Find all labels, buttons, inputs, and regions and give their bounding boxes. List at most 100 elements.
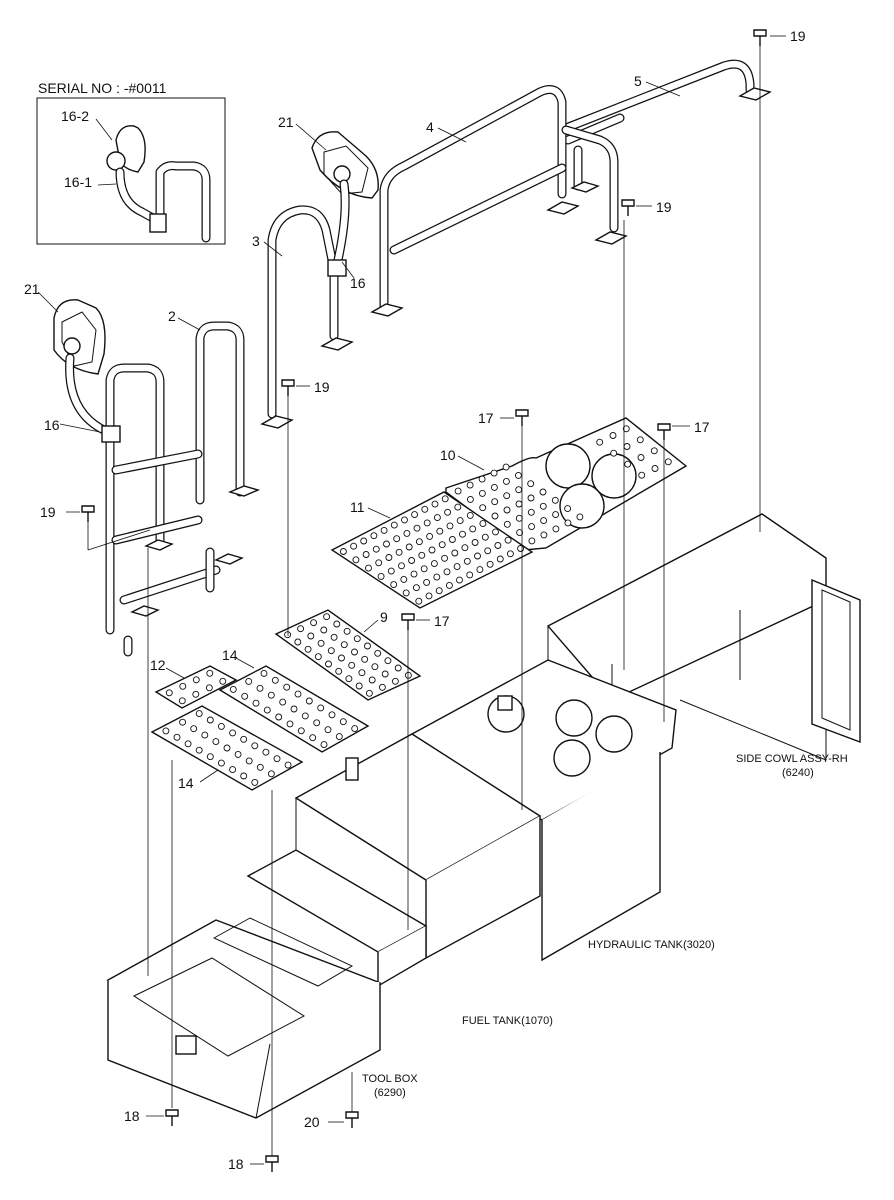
- label-17-upper-left: 17: [478, 410, 494, 426]
- plate-hole: [638, 471, 646, 479]
- plate-hole: [395, 548, 403, 556]
- plate-hole: [466, 481, 474, 489]
- plate-hole: [412, 584, 420, 592]
- label-17-upper-right: 17: [694, 419, 710, 435]
- plate-hole: [515, 486, 523, 494]
- label-19-mid: 19: [656, 199, 672, 215]
- label-14-lower: 14: [178, 775, 194, 791]
- plate-hole: [263, 706, 271, 714]
- plate-hole: [454, 487, 462, 495]
- plate-hole: [294, 638, 302, 646]
- plate-hole: [297, 625, 305, 633]
- plate-hole: [428, 546, 436, 554]
- plate-hole: [466, 511, 474, 519]
- plate-hole: [343, 627, 351, 635]
- plate-hole: [410, 570, 418, 578]
- plate-hole: [304, 645, 312, 653]
- plate-hole: [330, 633, 338, 641]
- label-9: 9: [380, 609, 388, 625]
- plate-hole: [445, 581, 453, 589]
- plate-hole: [195, 746, 203, 754]
- plate-hole: [405, 543, 413, 551]
- plate-hole: [492, 528, 499, 536]
- plate-hole: [323, 613, 331, 621]
- label-fuel-tank: FUEL TANK(1070): [462, 1015, 553, 1027]
- label-17-mid: 17: [434, 613, 450, 629]
- inset-label-16-1: 16-1: [64, 174, 92, 190]
- plate-hole: [651, 465, 659, 472]
- plate-hole: [350, 542, 358, 550]
- plate-hole: [384, 657, 392, 665]
- plate-hole: [252, 699, 260, 707]
- part-labels: 19 5 4 21 19 3 16 21 2 19 16 17 17 10 11…: [24, 28, 806, 1172]
- plate-hole: [190, 725, 198, 733]
- inset-frame: [36, 97, 226, 245]
- plate-hole: [241, 692, 249, 700]
- plate-hole: [484, 547, 492, 555]
- plate-hole: [385, 554, 393, 561]
- plate-hole: [205, 684, 213, 692]
- plate-hole: [362, 551, 370, 558]
- plate-hole: [184, 740, 192, 748]
- plate-12: [154, 665, 238, 709]
- plate-hole: [466, 495, 474, 503]
- plate-hole: [351, 648, 358, 656]
- plate-hole: [610, 449, 618, 457]
- plate-hole: [469, 525, 477, 533]
- plate-hole: [327, 647, 335, 655]
- plate-hole: [420, 565, 428, 573]
- plate-hole: [234, 750, 242, 758]
- plate-hole: [267, 770, 275, 778]
- label-19-left-upper: 19: [314, 379, 330, 395]
- plate-hole: [438, 541, 446, 549]
- mirror-upper-icon: [311, 131, 379, 277]
- plate-hole: [478, 475, 486, 483]
- plate-hole: [502, 463, 510, 471]
- plate-hole: [421, 505, 429, 513]
- plate-hole: [564, 505, 572, 513]
- plate-hole: [539, 488, 547, 496]
- label-tool-box: TOOL BOX: [362, 1073, 418, 1085]
- plate-hole: [390, 581, 398, 589]
- plate-hole: [459, 530, 466, 538]
- plate-hole: [528, 537, 536, 545]
- plate-hole: [478, 489, 486, 497]
- plate-hole: [506, 550, 514, 558]
- plate-hole: [433, 573, 441, 581]
- plate-hole: [335, 667, 343, 675]
- plate-hole: [313, 719, 321, 727]
- plate-hole: [286, 720, 294, 728]
- plate-hole: [636, 436, 644, 444]
- plate-hole: [503, 506, 511, 514]
- plate-hole: [348, 661, 356, 669]
- label-4: 4: [426, 119, 434, 135]
- plate-hole: [403, 529, 411, 537]
- plate-hole: [454, 503, 462, 511]
- label-hydraulic-tank: HYDRAULIC TANK(3020): [588, 939, 715, 951]
- plate-hole: [515, 500, 523, 508]
- inset-mirror-icon: [106, 125, 211, 243]
- plate-hole: [552, 511, 560, 519]
- plate-hole: [433, 514, 441, 522]
- plate-hole: [401, 516, 408, 524]
- plate-hole: [418, 551, 426, 559]
- label-18-lower: 18: [228, 1156, 244, 1172]
- plate-hole: [443, 568, 451, 576]
- plate-hole: [517, 545, 525, 552]
- plate-hole: [365, 564, 372, 572]
- plate-hole: [240, 772, 248, 780]
- plate-hole: [425, 592, 433, 600]
- left-handrail-assembly: [53, 299, 261, 657]
- assembly-labels: SIDE COWL ASSY-RH (6240) HYDRAULIC TANK(…: [362, 753, 848, 1099]
- label-20: 20: [304, 1114, 320, 1130]
- plate-hole: [415, 538, 423, 546]
- plate-hole: [446, 522, 454, 530]
- plate-hole: [435, 587, 443, 595]
- plate-hole: [664, 458, 672, 466]
- plate-hole: [256, 763, 264, 771]
- label-side-cowl: SIDE COWL ASSY-RH: [736, 753, 848, 765]
- plate-hole: [622, 425, 630, 433]
- plate-hole: [479, 520, 487, 528]
- plate-hole: [451, 549, 459, 557]
- plate-hole: [540, 517, 548, 525]
